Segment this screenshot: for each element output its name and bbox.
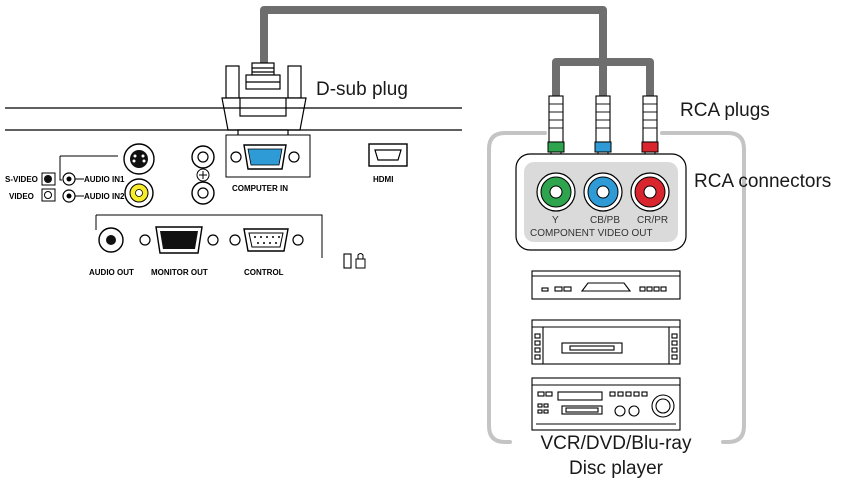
s-video-label: S-VIDEO [5, 175, 38, 184]
rca-plugs [547, 95, 659, 163]
video-port[interactable] [124, 178, 154, 208]
computer-in-label: COMPUTER IN [232, 184, 288, 193]
hdmi-port[interactable] [368, 143, 408, 167]
device-bracket [487, 131, 746, 444]
player-device-2 [531, 319, 681, 365]
dsub-plug-label: D-sub plug [316, 79, 408, 100]
rca-plugs-label: RCA plugs [680, 100, 770, 121]
control-port[interactable] [229, 228, 304, 252]
audio-out-label: AUDIO OUT [89, 268, 134, 277]
rca-plug-blue [594, 95, 612, 163]
audio-in2-port[interactable] [62, 189, 76, 203]
video-label: VIDEO [9, 192, 34, 201]
rca-plug-green [547, 95, 565, 163]
rca-plug-red [641, 95, 659, 163]
cb-pb-jack[interactable] [583, 172, 623, 212]
component-jack-panel: Y CB/PB CR/PR COMPONENT VIDEO OUT [515, 153, 687, 251]
monitor-out-label: MONITOR OUT [151, 268, 208, 277]
y-jack[interactable] [536, 172, 576, 212]
audio-out-port[interactable] [98, 227, 124, 253]
s-video-port[interactable] [123, 143, 155, 175]
component-cable [260, 6, 654, 96]
hdmi-label: HDMI [373, 175, 393, 184]
projector-panel: S-VIDEO VIDEO AUDIO IN1 AUDIO IN2 COMPUT… [5, 107, 462, 277]
monitor-out-port[interactable] [139, 226, 219, 254]
y-label: Y [552, 215, 559, 226]
player-device-3 [531, 377, 681, 431]
cable-split [552, 58, 654, 96]
component-video-out-label: COMPONENT VIDEO OUT [530, 228, 653, 239]
control-label: CONTROL [244, 268, 284, 277]
device-label-line2: Disc player [569, 458, 664, 479]
player-device-1 [531, 270, 681, 300]
computer-in-port[interactable] [230, 144, 300, 170]
audio-out-pair[interactable] [191, 145, 215, 205]
cb-pb-label: CB/PB [590, 215, 620, 226]
audio-in1-label: AUDIO IN1 [84, 175, 125, 184]
device-label-line1: VCR/DVD/Blu-ray [541, 433, 692, 454]
security-slot-icon [343, 253, 366, 269]
cable-main [260, 6, 607, 96]
cr-pr-jack[interactable] [630, 172, 670, 212]
cr-pr-label: CR/PR [637, 215, 668, 226]
rca-connectors-label: RCA connectors [694, 171, 831, 192]
audio-in1-port[interactable] [62, 172, 76, 186]
audio-in2-label: AUDIO IN2 [84, 192, 125, 201]
